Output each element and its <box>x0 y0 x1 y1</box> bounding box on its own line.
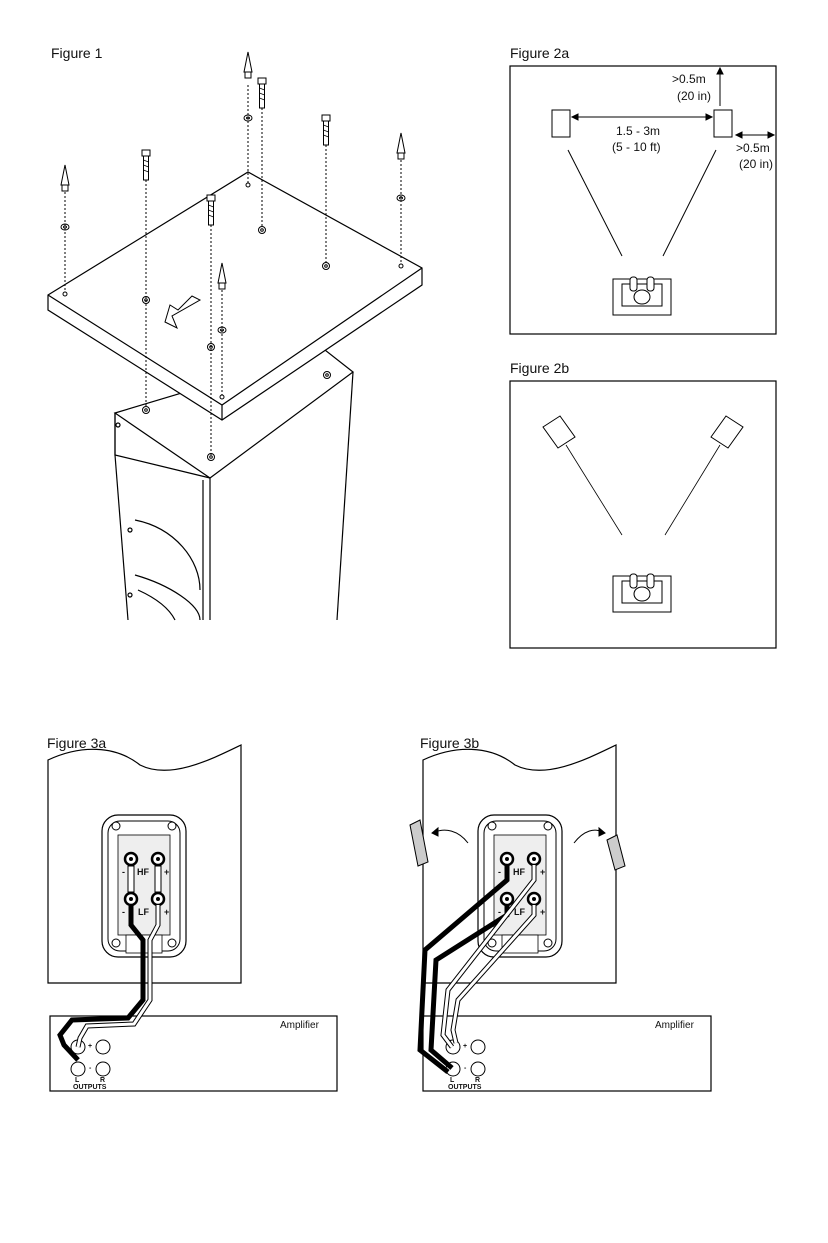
amp-plus-3b: + <box>463 1043 467 1051</box>
lf-plus-3b: + <box>540 907 545 917</box>
lf-label-3b: LF <box>514 907 525 917</box>
amplifier-label-3b: Amplifier <box>655 1020 694 1032</box>
hf-plus-3b: + <box>540 867 545 877</box>
lf-minus-3b: - <box>498 907 501 917</box>
hf-label-3b: HF <box>513 867 525 877</box>
outputs-label-3b: OUTPUTS <box>448 1084 481 1092</box>
amp-minus-3b: - <box>464 1065 466 1073</box>
hf-minus-3b: - <box>498 867 501 877</box>
